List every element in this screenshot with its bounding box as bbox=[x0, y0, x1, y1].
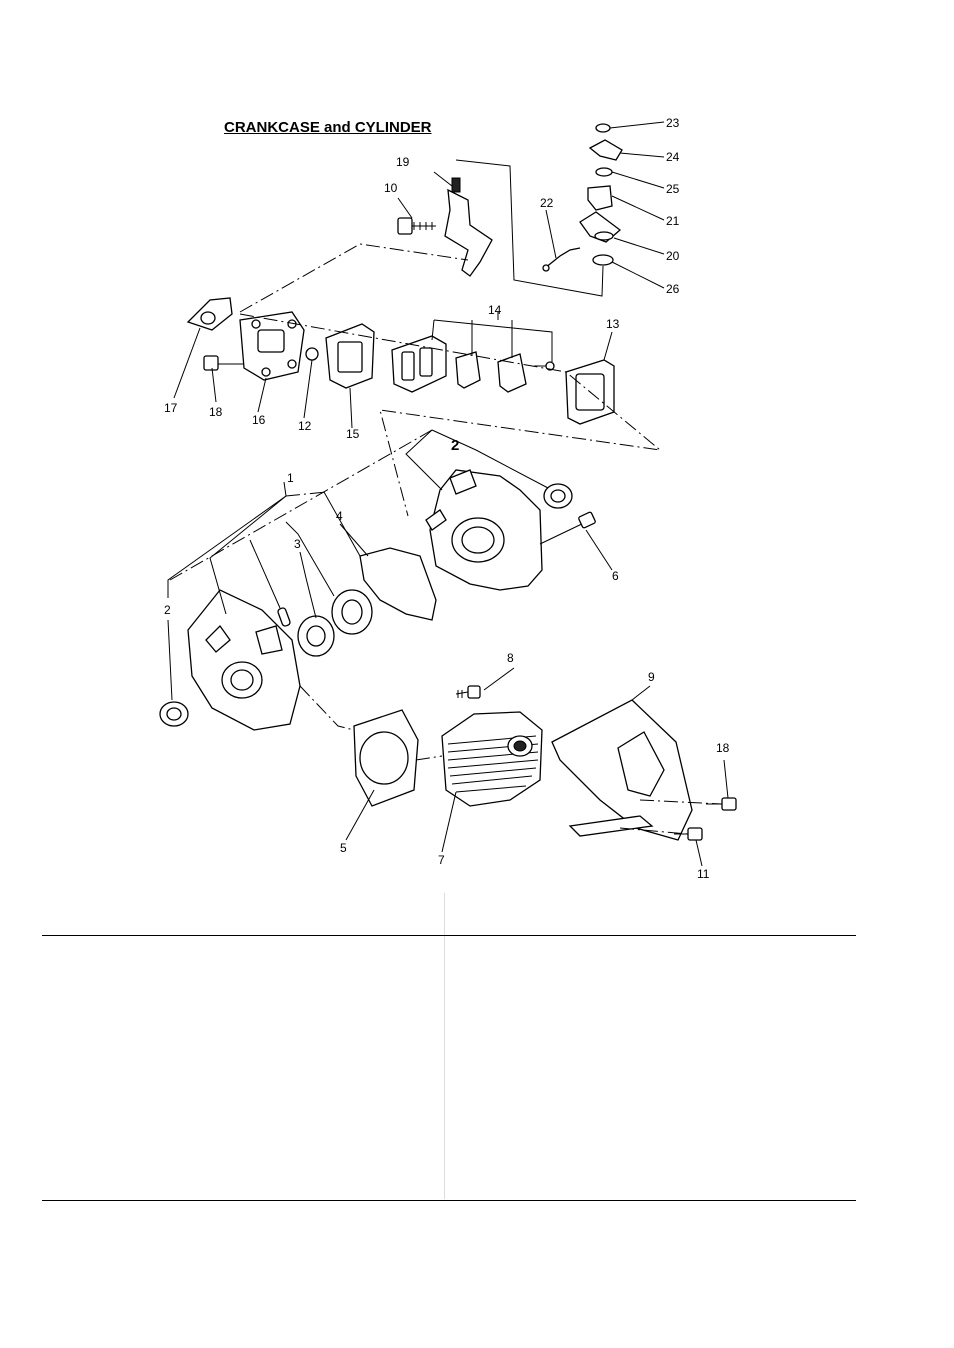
throttle-linkage-group bbox=[239, 121, 665, 313]
callout-4: 4 bbox=[336, 509, 343, 523]
callout-21: 21 bbox=[666, 214, 680, 228]
parts-table-frame bbox=[42, 935, 856, 1201]
callout-5: 5 bbox=[340, 841, 347, 855]
callout-26: 26 bbox=[666, 282, 680, 296]
callout-labels: 1 2 2 3 4 5 6 7 8 9 10 11 12 13 14 15 16… bbox=[164, 116, 730, 881]
callout-1: 1 bbox=[287, 471, 294, 485]
callout-6: 6 bbox=[612, 569, 619, 583]
exploded-parts-diagram: 1 2 2 3 4 5 6 7 8 9 10 11 12 13 14 15 16… bbox=[159, 116, 737, 881]
callout-10: 10 bbox=[384, 181, 398, 195]
callout-22: 22 bbox=[540, 196, 554, 210]
callout-3: 3 bbox=[294, 537, 301, 551]
callout-13: 13 bbox=[606, 317, 620, 331]
diagram-title: CRANKCASE and CYLINDER bbox=[224, 119, 432, 136]
table-column-divider bbox=[444, 893, 445, 1199]
callout-24: 24 bbox=[666, 150, 680, 164]
callout-8: 8 bbox=[507, 651, 514, 665]
callout-17: 17 bbox=[164, 401, 178, 415]
callout-14: 14 bbox=[488, 303, 502, 317]
callout-2-left: 2 bbox=[164, 603, 171, 617]
crankcase-group bbox=[159, 429, 613, 731]
callout-20: 20 bbox=[666, 249, 680, 263]
callout-15: 15 bbox=[346, 427, 360, 441]
callout-9: 9 bbox=[648, 670, 655, 684]
intake-group bbox=[173, 297, 662, 517]
callout-19: 19 bbox=[396, 155, 410, 169]
callout-2-top: 2 bbox=[451, 437, 459, 454]
callout-25: 25 bbox=[666, 182, 680, 196]
callout-18-shroud: 18 bbox=[716, 741, 730, 755]
callout-18-intake: 18 bbox=[209, 405, 223, 419]
callout-16: 16 bbox=[252, 413, 266, 427]
callout-12: 12 bbox=[298, 419, 312, 433]
callout-11: 11 bbox=[697, 867, 710, 881]
callout-7: 7 bbox=[438, 853, 445, 867]
cylinder-group bbox=[299, 667, 737, 867]
callout-23: 23 bbox=[666, 116, 680, 130]
